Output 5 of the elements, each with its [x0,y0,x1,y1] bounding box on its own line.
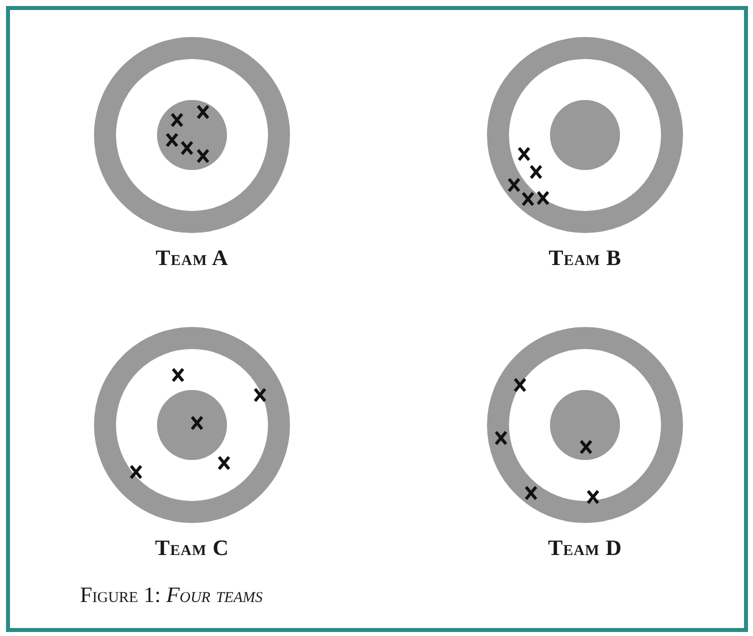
team-label: Team B [548,244,622,272]
team-label: Team A [156,244,228,272]
figure-caption: Figure 1: Four teams [80,582,263,607]
team-label: Team D [548,534,622,562]
team-label: Team C [154,534,230,562]
